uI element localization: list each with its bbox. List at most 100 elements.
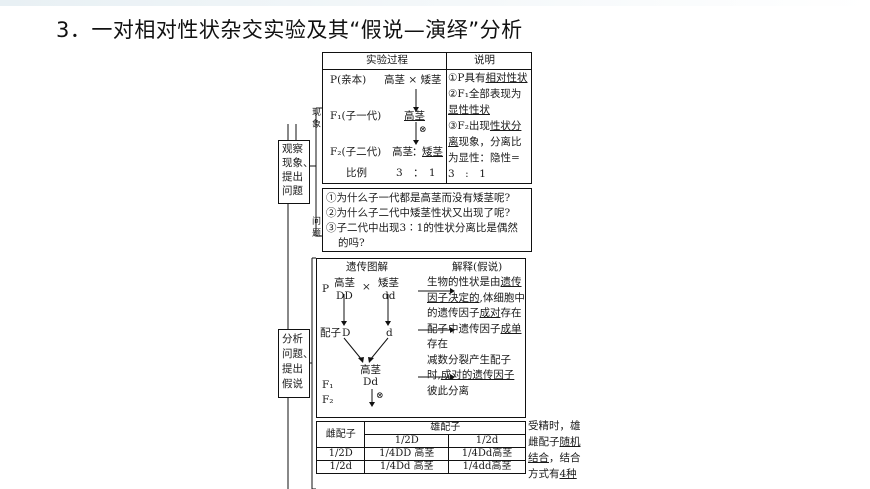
- stage-box-observe: [278, 140, 310, 204]
- arrowhead: [368, 357, 374, 363]
- arrowhead: [413, 107, 419, 112]
- experiment-column-divider: [446, 52, 447, 184]
- gamete-table: 雌配子 雄配子 1/2D 1/2d 1/2D 1/4DD 高茎 1/4Dd高茎 …: [315, 421, 526, 474]
- genetics-selfing-symbol: ⊗: [376, 391, 384, 401]
- row-f1-label: F₁(子一代): [330, 110, 382, 122]
- experiment-table: [322, 52, 532, 184]
- fertilization-underlined-text: 4种: [559, 468, 577, 480]
- explanation-underlined-text: 因子决定的: [427, 291, 480, 304]
- table-male-header: 雄配子: [364, 421, 526, 435]
- explanation-line: 彼此分离: [427, 385, 469, 397]
- question-4: 的吗?: [338, 237, 365, 249]
- arrow-d-to-f1-right: [369, 337, 389, 361]
- gamete-d: d: [386, 327, 393, 339]
- table-cell: 1/4Dd高茎: [448, 447, 526, 461]
- arrowhead: [450, 288, 455, 294]
- table-row: 1/2D 1/2d: [317, 434, 526, 448]
- experiment-header-explain: 说明: [474, 54, 495, 66]
- row-f1-tall: 高茎: [404, 110, 425, 122]
- stage-observe-line-1: 观察: [282, 143, 303, 155]
- explanation-line: 存在: [427, 338, 448, 350]
- table-row: 雌配子 雄配子: [315, 421, 526, 448]
- explanation-line: 的遗传因子成对存在: [427, 307, 522, 319]
- note-line-4: ③F₂出现性状分: [448, 120, 521, 132]
- arrowhead: [341, 321, 347, 326]
- row-f2-short: 矮茎: [422, 146, 443, 158]
- arrowhead: [385, 321, 391, 326]
- note-line-6: 为显性：隐性=: [448, 152, 520, 164]
- row-p-label: P(亲本): [330, 74, 367, 86]
- table-col-header: 1/2D: [364, 434, 450, 448]
- fertilization-line: 结合，结合: [528, 452, 581, 464]
- note-text: ③F₂出现: [448, 120, 490, 132]
- fertilization-line: 受精时，雄: [528, 420, 581, 432]
- note-text: 3 : 1: [448, 168, 486, 180]
- fertilization-text: 方式有: [528, 468, 560, 480]
- arrowhead: [450, 327, 455, 333]
- stage-analyze-line-4: 假说: [282, 378, 303, 390]
- generation-f1: F₁: [322, 379, 334, 391]
- f1-selfing-symbol: ⊗: [419, 125, 427, 135]
- genetics-p-cross: ×: [362, 281, 371, 293]
- table-cell: 1/4Dd 高茎: [364, 460, 450, 474]
- flow-connectors: [287, 89, 455, 489]
- explanation-underlined-text: 成对的遗传因子: [440, 369, 515, 381]
- ratio-label: 比例: [346, 167, 367, 179]
- note-line-2: ②F₁全部表现为: [448, 88, 521, 100]
- note-line-5: 离现象，分离比: [448, 136, 522, 148]
- genetics-header-explain: 解释(假说): [452, 261, 503, 273]
- table-row: 1/2d 1/4Dd 高茎 1/4dd高茎: [315, 460, 526, 474]
- note-line-1: ①P具有相对性状: [448, 72, 527, 84]
- fertilization-text: 受精时，雄: [528, 420, 581, 432]
- top-accent-strip: [0, 0, 870, 6]
- side-label-question-1: 问: [312, 217, 322, 227]
- fertilization-text: ，结合: [549, 452, 581, 464]
- explanation-text: 配子中遗传因子: [427, 322, 501, 335]
- table-cell: 1/4dd高茎: [448, 460, 526, 474]
- stage-observe-line-4: 问题: [282, 185, 303, 197]
- note-underlined: 相对性状: [485, 72, 528, 84]
- explanation-line: 因子决定的,体细胞中: [427, 292, 525, 304]
- ratio-values: 3 ： 1: [396, 167, 436, 179]
- table-cell: 1/4DD 高茎: [364, 447, 450, 461]
- explanation-line: 时,成对的遗传因子: [427, 369, 514, 381]
- fertilization-line: 方式有4种: [528, 468, 577, 480]
- note-text: ②F₁全部表现为: [448, 88, 522, 100]
- gamete-label: 配子: [320, 327, 341, 339]
- fertilization-underlined-text: 随机: [559, 436, 581, 448]
- gamete-D: D: [342, 327, 351, 339]
- table-corner: 雌配子: [315, 421, 366, 448]
- arrowhead: [450, 374, 455, 380]
- arrowhead: [413, 140, 419, 145]
- generation-f2: F₂: [322, 394, 334, 406]
- side-label-phenomenon-2: 象: [312, 120, 322, 130]
- genetics-header-diagram: 遗传图解: [346, 261, 388, 273]
- row-f2-label: F₂(子二代): [330, 146, 382, 158]
- explanation-text: 的遗传因子: [427, 307, 480, 319]
- side-label-question-2: 题: [312, 229, 322, 239]
- question-1: ①为什么子一代都是高茎而没有矮茎呢?: [326, 192, 511, 204]
- explanation-text: ,体细胞中: [479, 291, 525, 304]
- f1-tall-label: 高茎: [360, 364, 381, 376]
- table-col-header: 1/2d: [448, 434, 526, 448]
- question-3: ③子二代中出现3∶1的性状分离比是偶然: [326, 222, 518, 234]
- genetics-p-label: P: [322, 283, 330, 295]
- note-text: 为显性：隐性=: [448, 152, 520, 164]
- question-2: ②为什么子二代中矮茎性状又出现了呢?: [326, 207, 511, 219]
- note-line-7: 3 : 1: [448, 168, 486, 180]
- stage-box-analyze: [278, 329, 310, 398]
- stage-analyze-line-3: 提出: [282, 363, 303, 375]
- fertilization-line: 雌配子随机: [528, 436, 581, 448]
- explanation-text: 时,: [427, 369, 441, 381]
- genotype-dd: dd: [382, 290, 396, 302]
- explanation-line: 配子中遗传因子成单: [427, 323, 522, 335]
- experiment-header-process: 实验过程: [366, 54, 408, 66]
- row-p-cross: 高茎 × 矮茎: [384, 74, 442, 86]
- note-text: 现象，分离比: [458, 136, 522, 148]
- explanation-line: 减数分裂产生配子: [427, 354, 511, 366]
- explanation-text: 存在: [500, 307, 522, 319]
- note-underlined: 显性性状: [448, 104, 490, 116]
- explanation-underlined-text: 成对: [479, 307, 501, 319]
- hypothetico-deductive-diagram: 观察 现象、 提出 问题 现 象 问 题 实验过程 说明 P(亲本) 高茎 × …: [272, 52, 581, 489]
- table-cell: 1/2D: [315, 447, 366, 461]
